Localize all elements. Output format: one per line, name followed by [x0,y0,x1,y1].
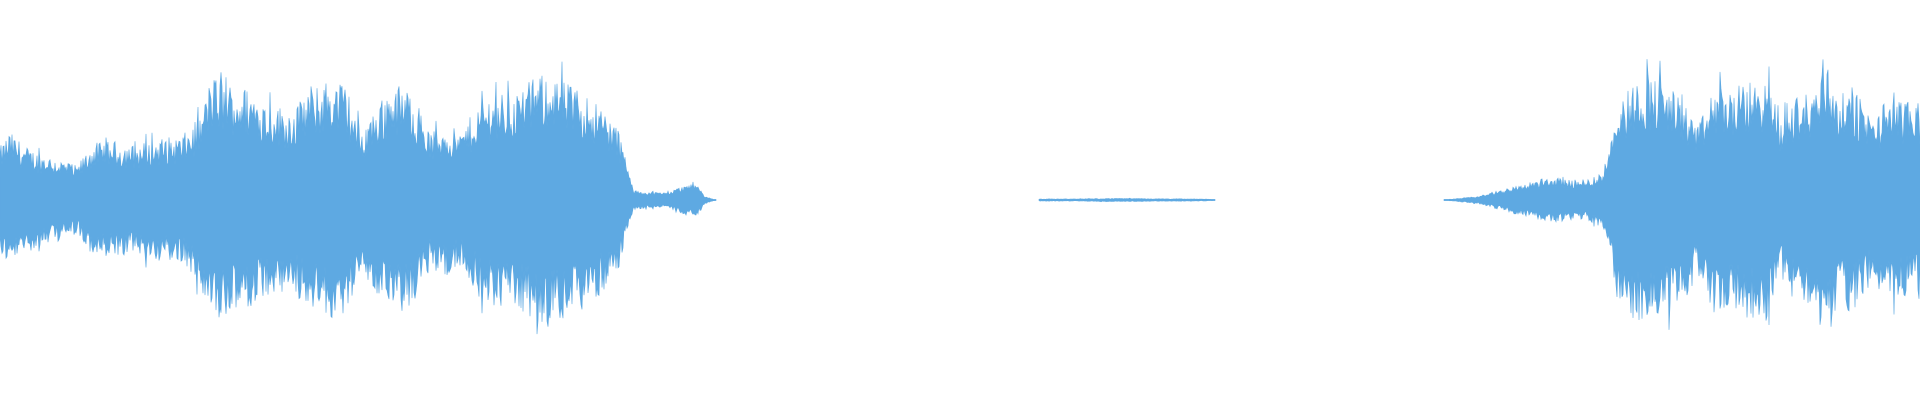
waveform-clip-a [0,61,717,335]
waveform-group [0,59,1920,335]
waveform-clip-b [1038,197,1216,203]
waveform-clip-c [1443,59,1920,330]
